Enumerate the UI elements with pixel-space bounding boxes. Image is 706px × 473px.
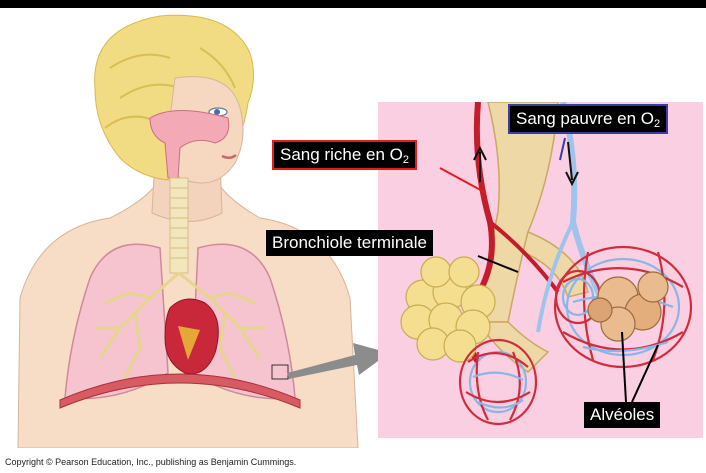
label-oxygen-poor-blood: Sang pauvre en O2: [508, 104, 668, 134]
copyright-notice: Copyright © Pearson Education, Inc., pub…: [5, 457, 296, 467]
alveolar-sac-uncovered: [401, 257, 495, 362]
alveoli-cutaway: [588, 272, 668, 341]
capillary-network-lower: [460, 340, 536, 424]
top-black-bar: [0, 0, 706, 8]
alveoli-illustration: [378, 102, 703, 438]
label-terminal-bronchiole: Bronchiole terminale: [266, 230, 433, 256]
label-oxygen-rich-blood: Sang riche en O2: [272, 140, 417, 170]
label-alveoli: Alvéoles: [584, 402, 660, 428]
alveoli-inset-panel: [378, 102, 703, 438]
trachea: [170, 178, 188, 273]
